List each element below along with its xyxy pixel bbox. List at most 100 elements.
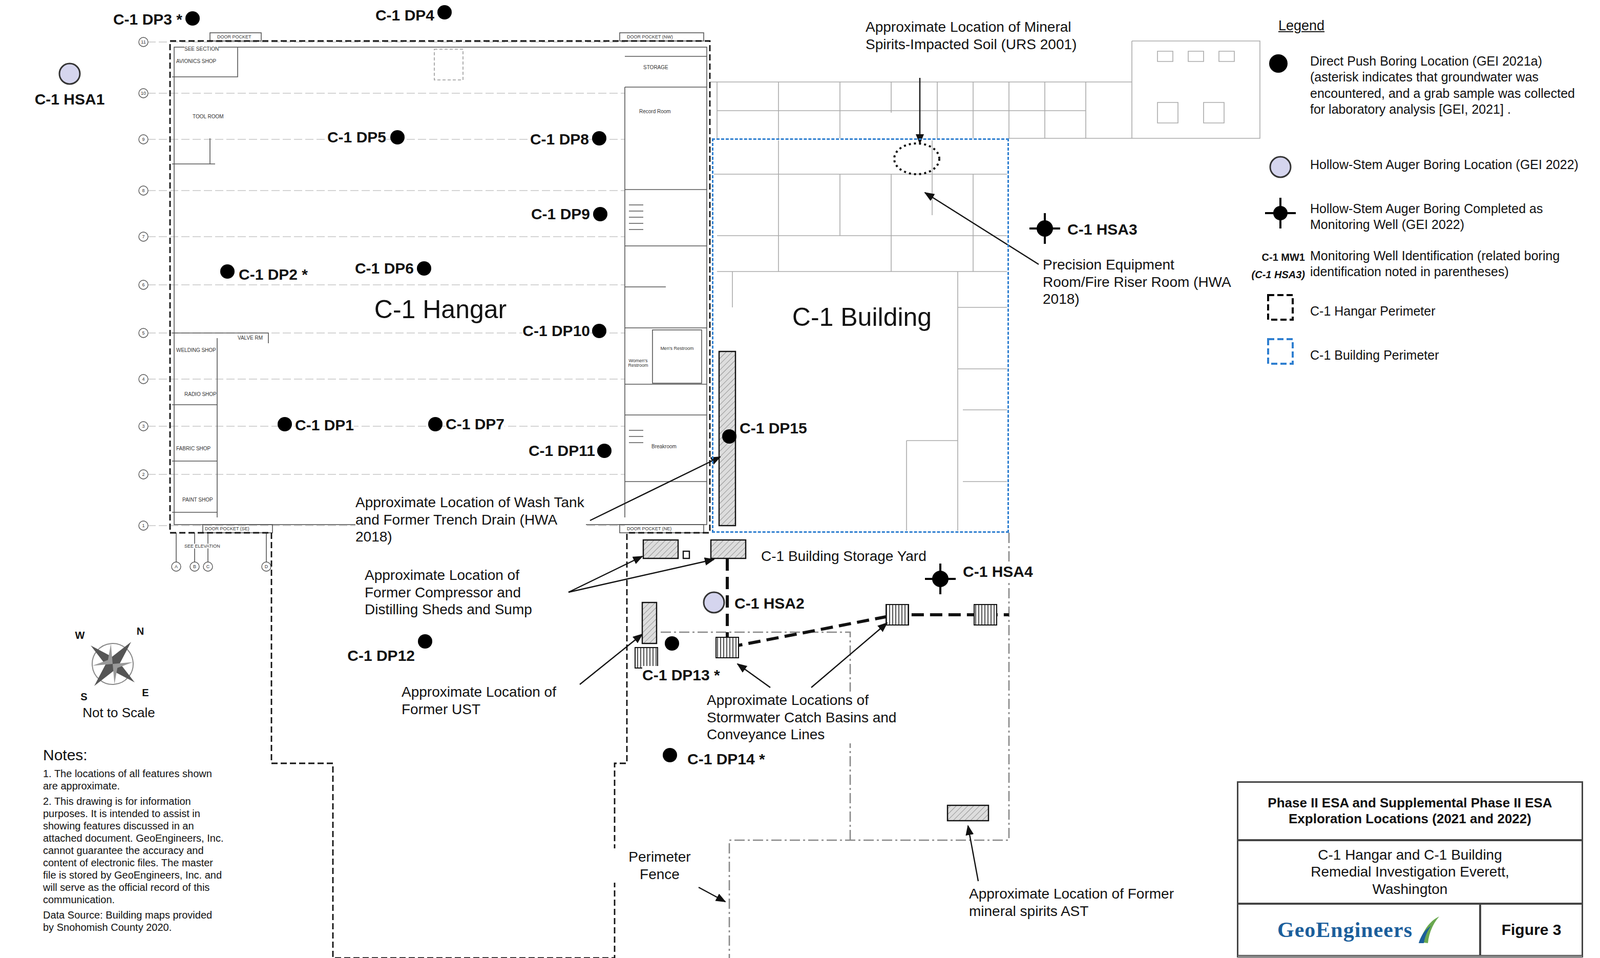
direct-push-borings (593, 206, 608, 222)
callout-text: Approximate Location of Mineral Spirits-… (865, 18, 1107, 53)
former-structures (642, 602, 657, 644)
boring-label: C-1 DP2 * (238, 265, 308, 284)
boring-label: C-1 DP8 (530, 130, 589, 149)
boring-label: C-1 DP13 * (642, 665, 721, 685)
catch-basins (716, 637, 739, 658)
catch-basins (635, 647, 658, 668)
direct-push-borings (592, 131, 607, 146)
north-arrow (103, 653, 133, 685)
title-block-frame (1237, 781, 1583, 957)
hangar-walls (176, 532, 267, 563)
legend-text: Hollow-Stem Auger Boring Completed as Mo… (1310, 201, 1543, 232)
compass-label: N (136, 624, 144, 638)
legend-symbols (1265, 54, 1296, 364)
direct-push-borings (428, 416, 443, 432)
room-label: DOOR POCKET (217, 34, 252, 40)
legend-item: C-1 Building Perimeter (1310, 347, 1592, 364)
callout-text: C-1 Building Storage Yard (761, 547, 927, 565)
leader-lines (924, 192, 1039, 265)
building-walls (709, 40, 1260, 531)
legend-item: Direct Push Boring Location (GEI 2021a) … (1310, 53, 1592, 118)
legend-text: Direct Push Boring Location (GEI 2021a) … (1310, 53, 1575, 117)
leader-lines (590, 456, 721, 521)
title-text: Phase II ESA and Supplemental Phase II E… (1246, 794, 1574, 827)
leader-lines (967, 825, 979, 881)
area-name: C-1 Hangar (371, 294, 510, 325)
leader-lines (698, 887, 726, 902)
monitoring-wells (924, 213, 1061, 595)
room-label: FABRIC SHOP (176, 446, 211, 452)
monitoring-wells (924, 563, 956, 595)
callout-text: Approximate Location of Former Compresso… (364, 566, 565, 619)
direct-push-borings (390, 130, 405, 145)
note-text: Notes: (43, 745, 226, 765)
room-label: DOOR POCKET (SE) (204, 526, 250, 532)
room-label: AVIONICS SHOP (176, 58, 217, 65)
legend-text: Monitoring Well Identification (related … (1310, 248, 1560, 279)
boring-label: C-1 DP10 (522, 321, 591, 341)
boring-label: C-1 DP6 (354, 259, 414, 278)
logo-swoosh (1417, 915, 1441, 944)
room-label: PAINT SHOP (182, 497, 214, 503)
north-arrow (92, 643, 122, 676)
legend-symbols (1265, 197, 1296, 229)
grid-bubbles (138, 185, 149, 196)
boring-label: C-1 HSA1 (34, 90, 105, 109)
legend-text: (C-1 HSA3) (1251, 268, 1305, 281)
direct-push-borings (662, 747, 678, 763)
grid-bubbles (138, 280, 149, 290)
leader-lines (568, 556, 643, 593)
room-label: DOOR POCKET (NW) (626, 34, 673, 40)
legend-text: C-1 Building Perimeter (1310, 347, 1440, 363)
boring-label: C-1 HSA3 (1067, 220, 1138, 239)
hangar-walls (209, 32, 262, 41)
legend-symbols (1270, 156, 1291, 178)
catch-basins (974, 604, 997, 625)
leader-lines (568, 77, 1039, 902)
title-box: C-1 Hangar and C-1 Building Remedial Inv… (1237, 839, 1583, 904)
direct-push-borings (277, 416, 292, 432)
hangar-walls (619, 32, 704, 41)
room-label: RADIO SHOP (184, 391, 217, 397)
direct-push-borings (437, 5, 452, 20)
former-structures (947, 805, 989, 821)
north-arrow (83, 635, 142, 693)
grid-bubbles (138, 37, 271, 572)
grid-label: 5 (141, 330, 145, 336)
legend-text: Hollow-Stem Auger Boring Location (GEI 2… (1310, 157, 1579, 172)
grid-bubbles (138, 37, 149, 47)
leader-lines (737, 663, 771, 688)
grid-bubbles (203, 561, 213, 572)
catch-basins (886, 604, 909, 625)
room-label: SEE ELEVATION (184, 543, 221, 549)
callout-text: Perimeter Fence (608, 848, 711, 883)
building-perimeter: C-1 Building (711, 138, 1009, 533)
grid-bubbles (171, 561, 181, 572)
leader-lines (579, 634, 643, 685)
grid-bubbles (261, 561, 271, 572)
legend-text: C-1 Hangar Perimeter (1310, 303, 1436, 319)
room-label: Breakroom (651, 444, 677, 450)
legend-symbols (1268, 295, 1293, 320)
boring-label: C-1 DP11 (528, 441, 596, 460)
grid-bubbles (138, 88, 149, 98)
direct-push-borings (664, 636, 680, 651)
direct-push-borings (185, 5, 737, 763)
legend-item: Monitoring Well Identification (related … (1310, 247, 1592, 281)
boring-label: C-1 DP3 * (113, 10, 183, 29)
hangar-walls (624, 56, 707, 518)
direct-push-borings (722, 429, 737, 444)
room-label: TOOL ROOM (192, 114, 224, 120)
room-label: DOOR POCKET (NE) (626, 526, 672, 532)
hangar-walls (202, 524, 273, 533)
title-box: Phase II ESA and Supplemental Phase II E… (1237, 781, 1583, 840)
grid-label: 6 (141, 282, 145, 288)
building-walls (709, 40, 1260, 139)
direct-push-borings (597, 443, 612, 458)
grid-bubbles (138, 134, 149, 144)
legend-text: Legend (1278, 17, 1325, 34)
callout-text: Approximate Location of Former mineral s… (969, 885, 1174, 920)
grid-label: 2 (141, 472, 145, 477)
room-label: Record Room (639, 109, 671, 115)
grid-bubbles (138, 232, 149, 242)
